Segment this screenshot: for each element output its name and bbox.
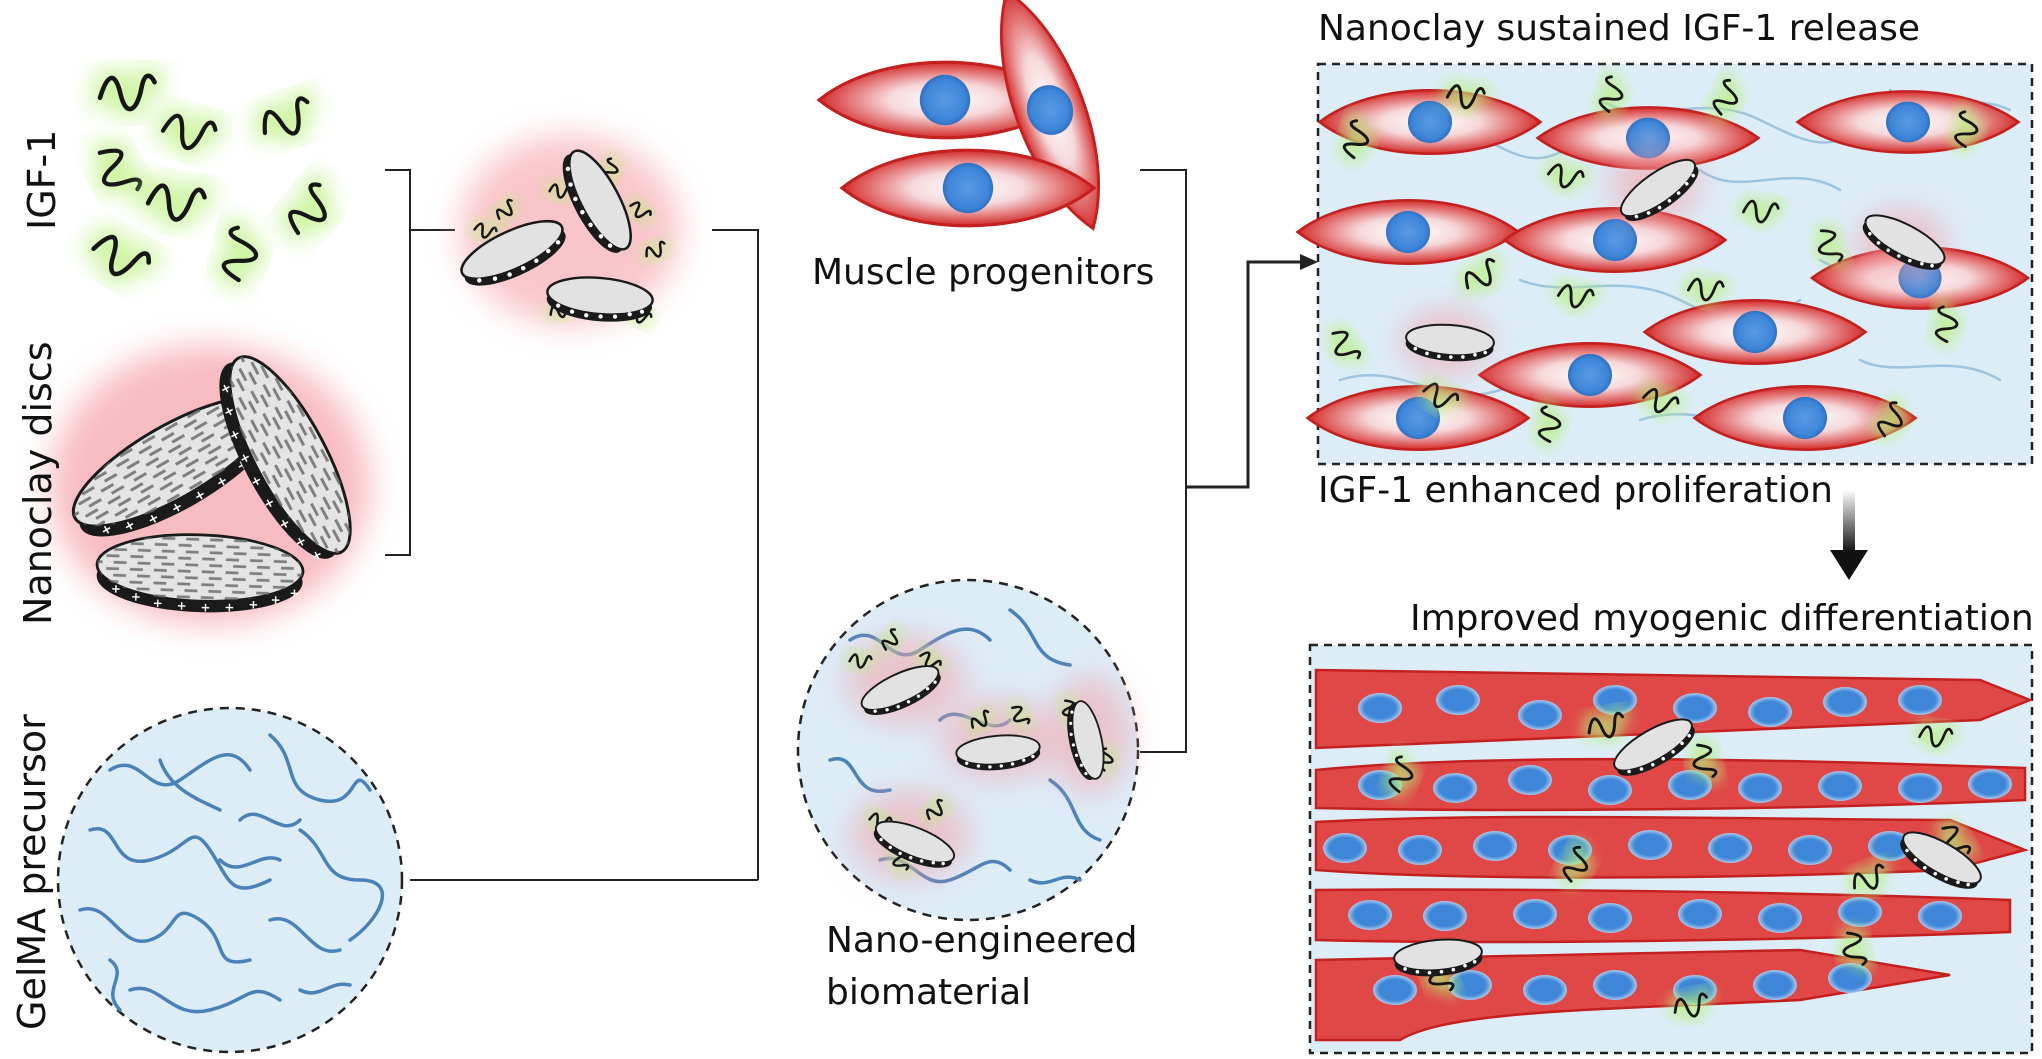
nanoclay-discs-label: Nanoclay discs — [16, 341, 60, 625]
biomaterial-label-line1: Nano-engineered — [826, 920, 1138, 961]
nano-engineered-biomaterial-illustration — [796, 578, 1140, 922]
gelma-precursor-label: GelMA precursor — [10, 714, 54, 1030]
igf1-molecules — [88, 76, 339, 286]
gelma-precursor-illustration — [56, 706, 404, 1054]
right-bracket — [1140, 169, 1318, 753]
muscle-progenitors-label: Muscle progenitors — [812, 252, 1155, 293]
down-arrow — [1830, 490, 1868, 580]
left-bracket — [385, 169, 758, 881]
proliferation-title: IGF-1 enhanced proliferation — [1318, 470, 1833, 511]
biomaterial-label-line2: biomaterial — [826, 972, 1032, 1013]
differentiation-title: Improved myogenic differentiation — [1410, 598, 2034, 639]
nanoclay-discs-illustration — [50, 340, 375, 625]
sustained-release-title: Nanoclay sustained IGF-1 release — [1318, 8, 1921, 49]
differentiation-panel — [1308, 643, 2034, 1055]
middle-bracket — [712, 229, 759, 880]
proliferation-panel — [1296, 62, 2034, 466]
igf1-nanoclay-complex — [452, 135, 680, 326]
igf1-label: IGF-1 — [20, 129, 64, 230]
muscle-progenitors-illustration — [817, 0, 1127, 242]
